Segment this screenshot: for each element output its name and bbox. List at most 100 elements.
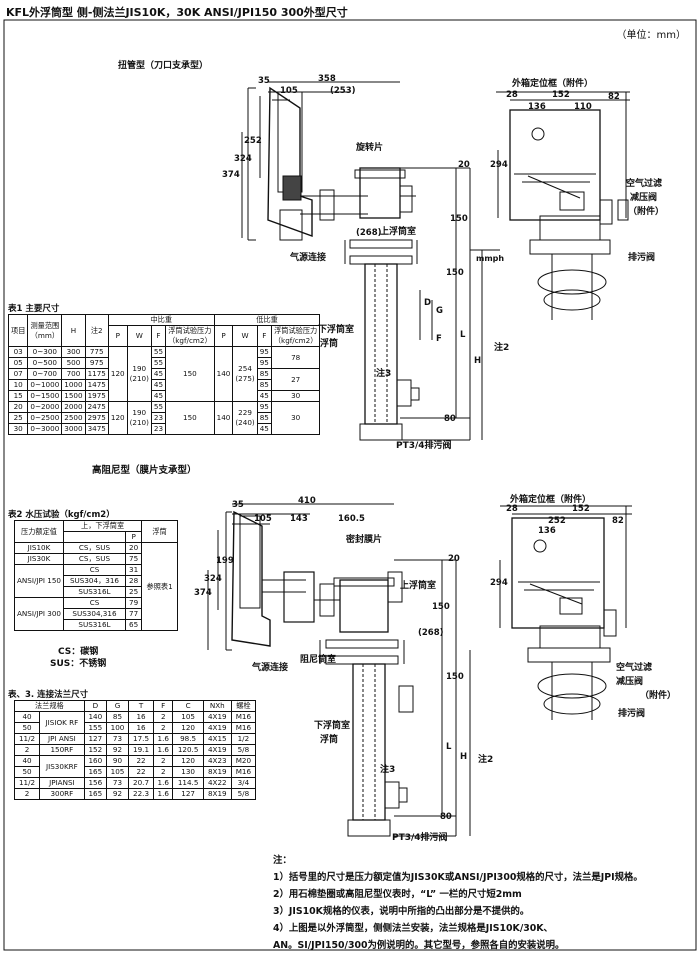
t1-r6-Fm: 23 (150, 412, 167, 424)
t3-r1-c3: 100 (105, 722, 130, 734)
bot-dim-80: 80 (440, 812, 452, 822)
t1-r1-Fl: 95 (256, 357, 272, 369)
bot-dim-H: H (460, 752, 468, 762)
top-pt-label: PT3/4排污阀 (396, 441, 452, 451)
table3-caption: 表、3. 连接法兰尺寸 (8, 690, 89, 700)
t1-mid-P-b: 120 (107, 401, 128, 435)
t2-r3-c0: ANSI/JPI 150 (14, 564, 64, 598)
top-dim-110: 110 (574, 102, 592, 112)
t3-r6-c3: 73 (105, 777, 130, 789)
table1: 项目 测量范围（mm） H 注2 中比重 低比重 P W F 浮筒试验压力（kg… (7, 314, 321, 435)
bot-dim-199: 199 (216, 556, 234, 566)
top-dim-136: 136 (528, 102, 546, 112)
t3-r3-c5: 1.6 (152, 744, 174, 756)
top-dim-150b: 150 (446, 268, 464, 278)
t3-r7-c7: 8X19 (202, 788, 232, 800)
top-rotary-label: 旋转片 (356, 143, 384, 153)
t3-r4-c8: M20 (230, 755, 257, 767)
bot-filter-label: 空气过滤 (616, 663, 653, 673)
t3-r1-c5: 2 (152, 722, 174, 734)
t3-h7: 螺栓 (230, 700, 257, 712)
bot-dim-L: L (446, 742, 452, 752)
top-dim-150a: 150 (450, 214, 468, 224)
top-dim-253: (253) (330, 86, 356, 96)
t1-r6-c3: 2975 (84, 412, 109, 424)
top-upper-float-label: 上浮筒室 (380, 227, 417, 237)
t1-h-F-mid: F (150, 325, 167, 347)
t1-r1-c1: 0~500 (27, 357, 63, 369)
t1-r7-Fl: 45 (256, 423, 272, 435)
top-dim-D: D (424, 298, 432, 308)
t3-r6-c6: 114.5 (172, 777, 204, 789)
t1-low-press-c: 30 (270, 401, 321, 435)
t3-h0: 法兰规格 (14, 700, 85, 712)
t3-h3: T (128, 700, 154, 712)
t3-r7-c0: 2 (13, 788, 41, 800)
t2-r6-c0: ANSI/JPI 300 (14, 597, 64, 631)
t3-r4-c0: 40 (13, 755, 41, 767)
t1-r0-Fl: 95 (256, 346, 272, 358)
t1-r4-c2: 1500 (61, 390, 86, 402)
top-dim-F: F (436, 334, 442, 344)
t3-r5-c6: 130 (172, 766, 204, 778)
t2-r4-c2: 25 (124, 586, 143, 598)
t1-r0-c3: 775 (84, 346, 109, 358)
table2-caption: 表2 水压试验（kgf/cm2） (8, 510, 115, 520)
t1-r5-Fl: 95 (256, 401, 272, 413)
top-filter-label: 空气过滤 (626, 179, 663, 189)
unit-label: （单位：mm） (616, 30, 686, 41)
t1-r4-pl: 30 (270, 390, 321, 402)
t3-r6-c8: 3/4 (230, 777, 257, 789)
t2-r2-c1: CS (62, 564, 126, 576)
bot-damper-label: 阻尼筒室 (300, 655, 337, 665)
t1-r3-c3: 1475 (84, 379, 109, 391)
bot-dim-252: 252 (548, 516, 566, 526)
top-front-view (496, 91, 630, 320)
t3-r0-c3: 85 (105, 711, 130, 723)
t3-r2-c0: 11/2 (13, 733, 41, 745)
t3-r3-c3: 92 (105, 744, 130, 756)
t1-h-H: H (61, 314, 86, 347)
bot-dim-152: 152 (572, 504, 590, 514)
t2-r1-c2: 75 (124, 553, 143, 565)
t1-r5-c1: 0~2000 (27, 401, 63, 413)
t1-r5-Fm: 55 (150, 401, 167, 413)
bottom-front-view (499, 505, 632, 720)
bot-dim-150b: 150 (446, 672, 464, 682)
t3-h6: NXh (202, 700, 232, 712)
t1-r2-c2: 700 (61, 368, 86, 380)
t3-r1-c0: 50 (13, 722, 41, 734)
t3-r5-c2: 165 (83, 766, 107, 778)
bot-dim-143: 143 (290, 514, 308, 524)
bot-float-label: 浮筒 (320, 735, 339, 745)
bot-dim-324: 324 (204, 574, 222, 584)
top-dim-358: 358 (318, 74, 336, 84)
t1-r1-Fm: 55 (150, 357, 167, 369)
t1-low-P: 140 (213, 346, 234, 402)
t1-r6-c1: 0~2500 (27, 412, 63, 424)
t3-r0-c8: M16 (230, 711, 257, 723)
notes-head: 注： (273, 855, 292, 866)
t1-mid-W-b: 190(210) (126, 401, 152, 435)
t2-ref: 参照表1 (141, 542, 178, 631)
t3-r7-c2: 165 (83, 788, 107, 800)
t2-r0-c1: CS，SUS (62, 542, 126, 554)
table1-caption: 表1 主要尺寸 (8, 304, 60, 314)
t1-r4-c0: 15 (7, 390, 29, 402)
t1-r2-c1: 0~700 (27, 368, 63, 380)
t1-r1-c2: 500 (61, 357, 86, 369)
t1-low-W: 254(275) (232, 346, 258, 402)
t3-r2-c4: 17.5 (128, 733, 154, 745)
note-1: 1）括号里的尺寸是压力额定值为JIS30K或ANSI/JPI300规格的尺寸，法… (273, 872, 643, 883)
bot-dim-294: 294 (490, 578, 508, 588)
t3-r5-c0: 50 (13, 766, 41, 778)
t3-r7-c6: 127 (172, 788, 204, 800)
t1-h-P-mid: P (107, 325, 128, 347)
t3-r1-c8: M16 (230, 722, 257, 734)
t1-r6-c2: 2500 (61, 412, 86, 424)
t3-r0-c7: 4X19 (202, 711, 232, 723)
note-5: AN。SI/JPI150/300为例说明的。其它型号，参照各自的安装说明。 (273, 940, 565, 951)
bot-drain-label: 排污阀 (618, 709, 646, 719)
t3-r1-c7: 4X19 (202, 722, 232, 734)
t1-low-P-b: 140 (213, 401, 234, 435)
